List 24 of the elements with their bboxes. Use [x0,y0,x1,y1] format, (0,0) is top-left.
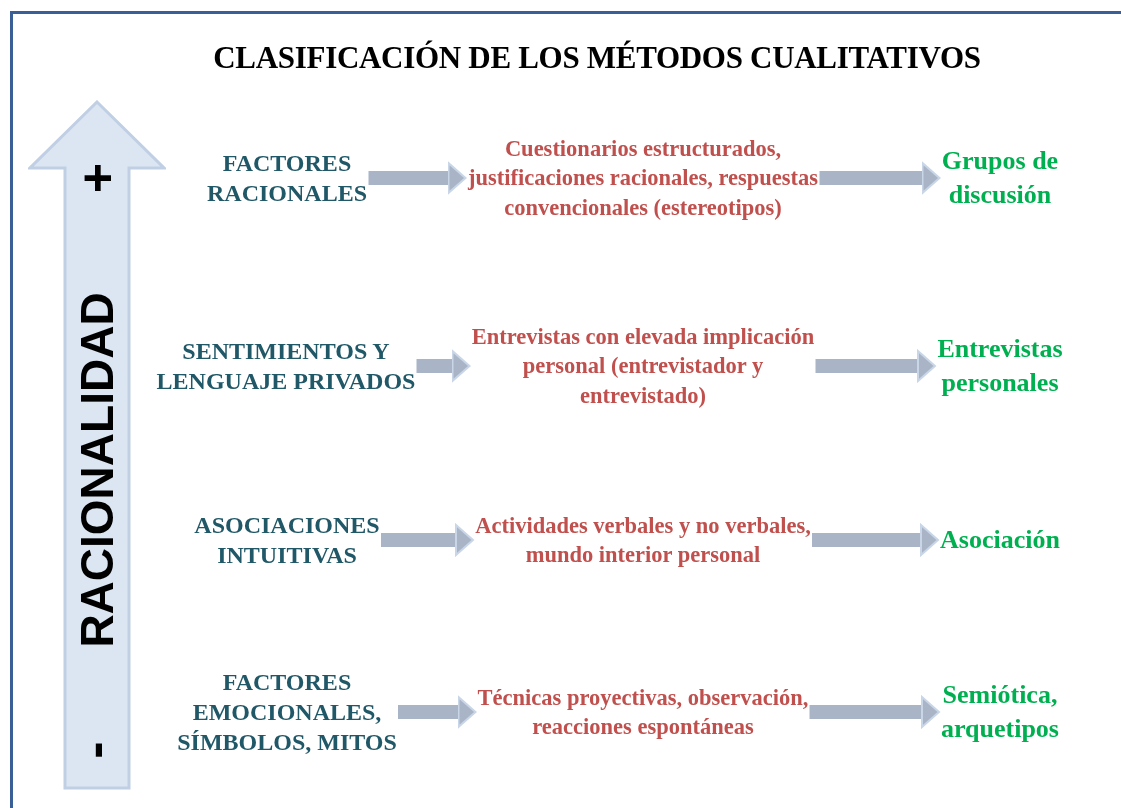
method-label: Grupos de discusión [940,145,1060,211]
block-arrow [368,162,467,194]
method-label: Asociación [939,524,1061,556]
factor-label: ASOCIACIONES INTUITIVAS [193,511,381,570]
block-arrow [812,524,939,556]
factor-label: FACTORES EMOCIONALES, SÍMBOLOS, MITOS [176,668,398,757]
block-arrow [398,696,477,728]
factor-label: SENTIMIENTOS Y LENGUAJE PRIVADOS [155,337,417,396]
block-arrow [809,696,940,728]
diagram-title: CLASIFICACIÓN DE LOS MÉTODOS CUALITATIVOS [212,40,982,76]
axis-label: RACIONALIDAD [74,292,120,648]
block-arrow [381,524,474,556]
block-arrow [819,162,941,194]
technique-text: Técnicas proyectivas, observación, reacciones espontáneas [476,683,810,741]
method-label: Semiótica, arquetipos [940,679,1060,745]
technique-text: Entrevistas con elevada implicación personal (entrevistador y entrevistado) [470,323,816,410]
factor-label: FACTORES RACIONALES [206,149,368,208]
block-arrow [815,350,936,382]
plus-sign: + [71,162,123,194]
technique-text: Cuestionarios estructurados, justificaciones racionales, respuestas convencionales (estereotipos) [466,135,820,222]
minus-sign: - [68,741,120,759]
method-label: Entrevistas personales [936,333,1064,399]
technique-text: Actividades verbales y no verbales, mundo interior personal [474,511,812,569]
block-arrow [416,350,471,382]
